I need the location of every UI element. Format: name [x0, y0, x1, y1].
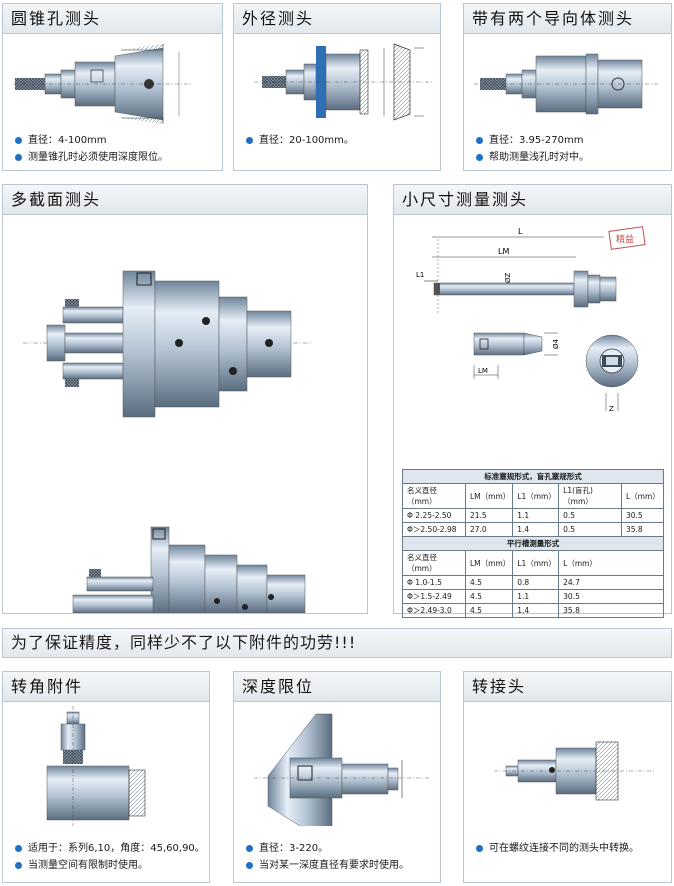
table-header-cell: LM（mm） [464, 550, 514, 576]
table-cell: 0.5 [558, 522, 622, 537]
panel-title: 小尺寸测量测头 [394, 185, 671, 215]
stamp-mark: 精益 [616, 233, 634, 245]
dim-label-z: Z [609, 405, 614, 413]
table-cell: 4.5 [464, 575, 514, 590]
bullet-item: 测量锥孔时必须使用深度限位。 [15, 149, 168, 166]
table-group-header: 平行槽测量形式 [402, 536, 664, 551]
table-row: Φ 2.25-2.50 21.5 1.1 0.5 30.5 [402, 508, 665, 523]
table-header-cell: LM（mm） [464, 483, 514, 509]
two-guides-probe-illustration [474, 53, 660, 115]
panel-adapter: 转接头 可在螺纹连接不同的测头中转换。 [463, 671, 672, 883]
table-cell: Φ＞1.5-2.49 [402, 589, 466, 604]
bullet-item: 帮助测量浅孔时对中。 [476, 149, 589, 166]
table-header-cell: L（mm） [558, 550, 664, 576]
panel-outer-probe: 外径测头 直径：20-100mm。 [233, 3, 441, 171]
depth-limit-illustration [254, 713, 430, 826]
panel-title: 带有两个导向体测头 [464, 4, 671, 34]
dim-label-l: L [518, 227, 523, 236]
dim-label-phi-4: Ø4 [552, 338, 560, 349]
table-cell: 27.0 [464, 522, 514, 537]
bullet-item: 直径：4-100mm [15, 132, 168, 149]
bullet-item: 直径：20-100mm。 [246, 132, 354, 149]
panel-cone-probe: 圆锥孔测头 直径：4-100mm 测量锥孔时必须使用深度限位。 [2, 3, 223, 171]
panel-title: 多截面测头 [3, 185, 367, 215]
table-cell: 35.8 [558, 603, 664, 618]
outer-probe-illustration [254, 43, 434, 121]
dim-label-phi-z: ØZ [504, 272, 512, 283]
table-header-cell: L1(盲孔)（mm） [558, 483, 622, 509]
dim-label-l1: L1 [416, 271, 424, 279]
spec-table: 标准塞规形式，盲孔塞规形式 名义直径（mm） LM（mm） L1（mm） L1(… [402, 469, 665, 618]
panel-two-guides-probe: 带有两个导向体测头 直径：3.95-270mm 帮助测量浅孔时对中。 [463, 3, 672, 171]
table-header-cell: L（mm） [620, 483, 665, 509]
accessories-banner: 为了保证精度，同样少不了以下附件的功劳!!! [2, 628, 672, 658]
dim-label-lm: LM [498, 247, 509, 256]
table-cell: 0.5 [558, 508, 622, 523]
panel-title: 转接头 [464, 672, 671, 702]
panel-depth-limit: 深度限位 直径：3-220。 当对某一深度直径有要求时使用。 [233, 671, 441, 883]
table-cell: 21.5 [464, 508, 514, 523]
panel-multi-section-probe: 多截面测头 [2, 184, 368, 614]
table-row: Φ＞2.50-2.98 27.0 1.4 0.5 35.8 [402, 522, 665, 537]
bullet-item: 直径：3-220。 [246, 840, 409, 857]
table-cell: 4.5 [464, 589, 514, 604]
table-header-cell: 名义直径（mm） [402, 483, 466, 509]
panel-title: 外径测头 [234, 4, 440, 34]
table-cell: 4.5 [464, 603, 514, 618]
bullet-item: 当测量空间有限制时使用。 [15, 857, 205, 874]
table-cell: Φ 2.25-2.50 [402, 508, 466, 523]
panel-title: 转角附件 [3, 672, 209, 702]
table-row: Φ＞2.49-3.0 4.5 1.4 35.8 [402, 603, 664, 618]
multi-section-probe-illustration [23, 270, 313, 613]
table-cell: 30.5 [558, 589, 664, 604]
table-row: Φ 1.0-1.5 4.5 0.8 24.7 [402, 575, 664, 590]
table-cell: 1.1 [512, 589, 560, 604]
adapter-illustration [494, 741, 654, 801]
table-cell: 24.7 [558, 575, 664, 590]
table-cell: 1.1 [512, 508, 560, 523]
table-group-header: 标准塞规形式，盲孔塞规形式 [402, 469, 664, 484]
table-cell: Φ 1.0-1.5 [402, 575, 466, 590]
table-cell: 30.5 [620, 508, 665, 523]
table-header-cell: L1（mm） [512, 483, 560, 509]
table-cell: Φ＞2.50-2.98 [402, 522, 466, 537]
table-row: Φ＞1.5-2.49 4.5 1.1 30.5 [402, 589, 664, 604]
bullet-item: 直径：3.95-270mm [476, 132, 589, 149]
bullet-item: 可在螺纹连接不同的测头中转换。 [476, 840, 639, 857]
table-cell: 35.8 [620, 522, 665, 537]
small-probe-drawing: L LM 精益 L1 ØZ Ø4 [416, 226, 646, 413]
corner-attachment-illustration [46, 706, 146, 826]
bullet-item: 当对某一深度直径有要求时使用。 [246, 857, 409, 874]
panel-corner-attachment: 转角附件 适用于：系列6,10，角度：45,60,90。 当测量空间有限制时使用… [2, 671, 210, 883]
table-cell: 1.4 [512, 603, 560, 618]
dim-label-lm-short: LM [478, 367, 488, 375]
panel-small-size-probe: 小尺寸测量测头 L LM 精益 L1 ØZ [393, 184, 672, 618]
bullet-item: 适用于：系列6,10，角度：45,60,90。 [15, 840, 205, 857]
panel-title: 深度限位 [234, 672, 440, 702]
table-cell: Φ＞2.49-3.0 [402, 603, 466, 618]
cone-probe-illustration [13, 44, 193, 124]
table-header-cell: L1（mm） [512, 550, 560, 576]
table-cell: 1.4 [512, 522, 560, 537]
panel-title: 圆锥孔测头 [3, 4, 222, 34]
table-header-cell: 名义直径（mm） [402, 550, 466, 576]
table-cell: 0.8 [512, 575, 560, 590]
